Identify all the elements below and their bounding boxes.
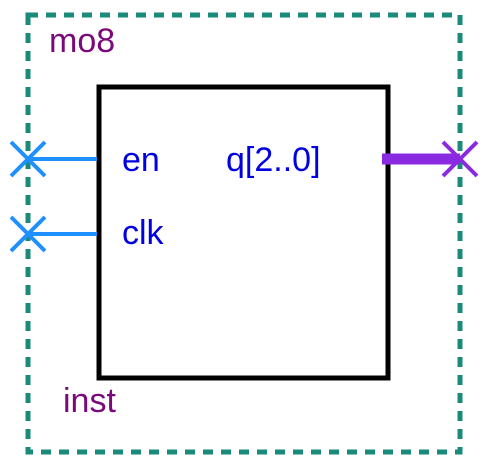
clk-port-label: clk xyxy=(122,214,164,252)
q-pin-cross[interactable] xyxy=(441,140,479,178)
module-name-label: mo8 xyxy=(49,22,116,60)
clk-pin-cross[interactable] xyxy=(9,215,47,253)
en-port-label: en xyxy=(122,141,160,179)
instance-name-label: inst xyxy=(63,382,116,420)
q-port-label: q[2..0] xyxy=(226,141,321,179)
symbol-block[interactable] xyxy=(96,84,391,381)
en-pin-cross[interactable] xyxy=(9,140,47,178)
